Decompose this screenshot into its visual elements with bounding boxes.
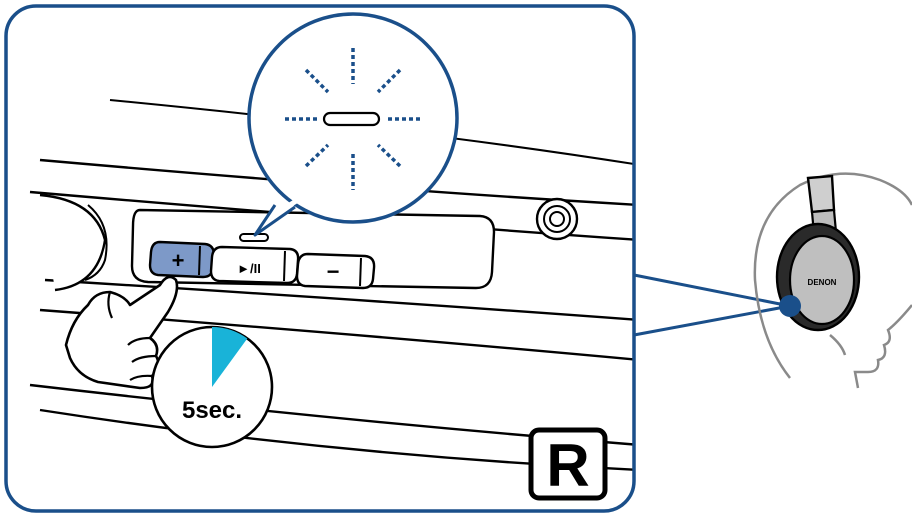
volume-down-button[interactable]: − [295,252,376,290]
headband-slider [806,174,836,214]
connector-line-top [633,273,791,308]
connector-line-bottom [633,304,791,337]
zoomed-earcup-view: + ►/II − [29,99,634,501]
head-with-headphones: DENON [753,172,912,389]
pointing-hand-icon [64,275,179,390]
side-label: R [546,432,589,499]
play-pause-button[interactable]: ►/II [209,245,300,285]
ear-line [829,334,847,356]
zoom-frame [4,4,636,513]
led-magnifier-bubble [247,12,459,237]
volume-up-label: + [172,248,185,273]
volume-down-label: − [327,259,340,284]
right-side-badge: R [528,427,608,501]
hinge-arm [39,193,107,292]
led-flash-rays [285,48,421,190]
timer-5sec: 5sec. [150,325,274,449]
head-outline-face [853,304,912,389]
play-pause-label: ►/II [237,261,261,276]
connector-dot [779,295,801,317]
head-outline-back [753,172,912,379]
audio-jack-socket [535,197,579,241]
led-magnified [322,111,381,127]
brand-label: DENON [808,278,837,287]
hinge-arm-edge [84,204,108,281]
timer-label: 5sec. [182,397,242,424]
earcup-band-upper [44,278,634,322]
volume-up-button[interactable]: + [148,240,216,279]
timer-progress-wedge [212,327,248,387]
earcup-plate [788,234,856,326]
